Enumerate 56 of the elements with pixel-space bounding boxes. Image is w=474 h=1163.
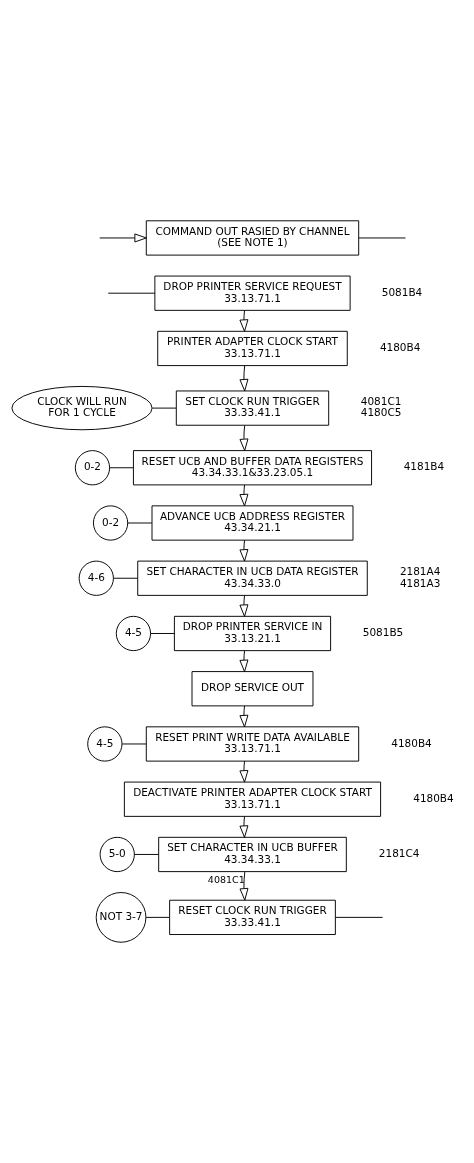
- connector: [145, 916, 170, 918]
- node-circle: 5-0: [99, 836, 135, 873]
- node-label: 5081B4: [381, 285, 423, 298]
- node-box: SET CLOCK RUN TRIGGER 33.33.41.1: [175, 390, 330, 426]
- arrow: [239, 816, 249, 838]
- node-label: 4180C5: [360, 406, 402, 419]
- node-label: 5081B5: [362, 626, 404, 639]
- node-circle: 4-5: [115, 615, 152, 652]
- arrow: [99, 233, 147, 243]
- node-circle: 4-6: [78, 560, 114, 596]
- connector: [150, 633, 175, 634]
- arrow: [239, 760, 249, 783]
- connector: [113, 577, 138, 579]
- node-label: 4180B4: [413, 791, 454, 804]
- arrow: [239, 539, 249, 562]
- node-box: SET CHARACTER IN UCB DATA REGISTER 43.34.33.0: [137, 560, 368, 596]
- connector: [133, 854, 159, 855]
- connector: [121, 743, 147, 745]
- node-box: DEACTIVATE PRINTER ADAPTER CLOCK START 33.13.71.1: [123, 781, 382, 817]
- node-label: 4180B4: [379, 341, 421, 354]
- node-circle: 0-2: [74, 450, 111, 486]
- node-box: PRINTER ADAPTER CLOCK START 33.13.71.1: [157, 330, 348, 367]
- node-box: SET CHARACTER IN UCB BUFFER 43.34.33.1: [158, 836, 347, 873]
- node-box: RESET PRINT WRITE DATA AVAILABLE 33.13.71.1: [145, 726, 360, 762]
- arrow: [239, 705, 249, 728]
- node-box: DROP PRINTER SERVICE REQUEST 33.13.71.1: [154, 275, 351, 311]
- connector: [335, 916, 384, 918]
- node-label: 4181A3: [399, 576, 441, 589]
- node-label: 2181C4: [378, 847, 420, 860]
- connector: [107, 292, 156, 294]
- arrow: [239, 650, 249, 673]
- connector: [127, 522, 153, 524]
- arrow: [239, 309, 249, 332]
- node-box: DROP SERVICE OUT: [191, 671, 314, 707]
- node-label: 2181A4: [399, 565, 441, 578]
- arrow: [239, 365, 249, 392]
- node-ellipse: CLOCK WILL RUN FOR 1 CYCLE: [11, 385, 153, 431]
- arrow: [239, 424, 249, 452]
- node-box: COMMAND OUT RASIED BY CHANNEL (SEE NOTE 1): [145, 220, 360, 256]
- node-label: 4181B4: [403, 460, 445, 473]
- connector: [109, 467, 134, 469]
- edge-label: 4081C1: [207, 873, 245, 885]
- node-label: 4180B4: [391, 736, 432, 749]
- connector: [151, 407, 177, 409]
- node-circle: NOT 3-7: [95, 892, 147, 943]
- arrow: [239, 484, 249, 507]
- arrow: [239, 871, 249, 901]
- node-box: ADVANCE UCB ADDRESS REGISTER 43.34.21.1: [151, 505, 354, 541]
- node-box: RESET CLOCK RUN TRIGGER 33.33.41.1: [169, 899, 336, 935]
- arrow: [239, 595, 249, 617]
- node-box: DROP PRINTER SERVICE IN 33.13.21.1: [173, 615, 332, 652]
- node-circle: 4-5: [87, 726, 123, 762]
- connector: [358, 237, 406, 239]
- node-label: 4081C1: [360, 395, 402, 408]
- node-circle: 0-2: [92, 505, 129, 541]
- node-box: RESET UCB AND BUFFER DATA REGISTERS 43.34.33.1&33.23.05.1: [132, 450, 373, 486]
